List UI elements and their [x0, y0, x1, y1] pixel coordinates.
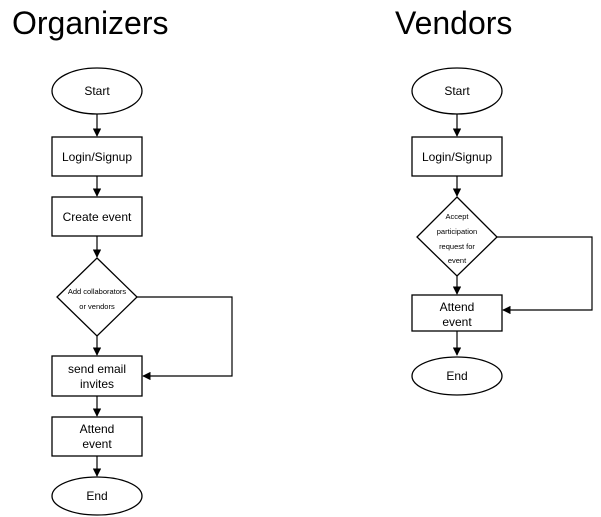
vendors-decision-label-line1: Accept — [446, 212, 470, 221]
vendors-start-node: Start — [411, 67, 503, 115]
vendors-start-label: Start — [444, 84, 470, 98]
organizers-attend-node: Attend event — [51, 416, 143, 457]
organizers-title: Organizers — [12, 5, 169, 41]
organizers-start-label: Start — [84, 84, 110, 98]
organizers-start-node: Start — [51, 67, 143, 115]
organizers-send-invites-label-line1: send email — [68, 362, 126, 376]
organizers-send-invites-label-line2: invites — [80, 377, 114, 391]
vendors-login-node: Login/Signup — [411, 136, 503, 177]
organizers-attend-label-line2: event — [82, 437, 112, 451]
organizers-login-node: Login/Signup — [51, 136, 143, 177]
vendors-attend-label-line2: event — [442, 315, 472, 329]
vendors-attend-label-line1: Attend — [440, 300, 475, 314]
vendors-decision-label-line3: request for — [439, 242, 475, 251]
vendors-end-node: End — [411, 356, 503, 396]
vendors-decision-label-line4: event — [448, 256, 467, 265]
organizers-edge-decision-bypass — [137, 296, 233, 381]
organizers-end-label: End — [86, 489, 107, 503]
organizers-end-node: End — [51, 476, 143, 516]
organizers-attend-label-line1: Attend — [80, 422, 115, 436]
organizers-decision-node: Add collaborators or vendors — [56, 257, 138, 337]
vendors-edge-decision-bypass — [497, 236, 593, 315]
organizers-send-invites-node: send email invites — [51, 355, 143, 397]
organizers-decision-label-line2: or vendors — [79, 302, 115, 311]
vendors-decision-label-line2: participation — [437, 227, 477, 236]
vendors-end-label: End — [446, 369, 467, 383]
vendors-decision-node: Accept participation request for event — [416, 196, 498, 277]
vendors-title: Vendors — [395, 5, 512, 41]
vendors-login-label: Login/Signup — [422, 150, 492, 164]
vendors-attend-node: Attend event — [411, 294, 503, 332]
organizers-create-event-label: Create event — [63, 210, 132, 224]
organizers-create-event-node: Create event — [51, 196, 143, 237]
organizers-login-label: Login/Signup — [62, 150, 132, 164]
organizers-decision-label-line1: Add collaborators — [68, 287, 127, 296]
